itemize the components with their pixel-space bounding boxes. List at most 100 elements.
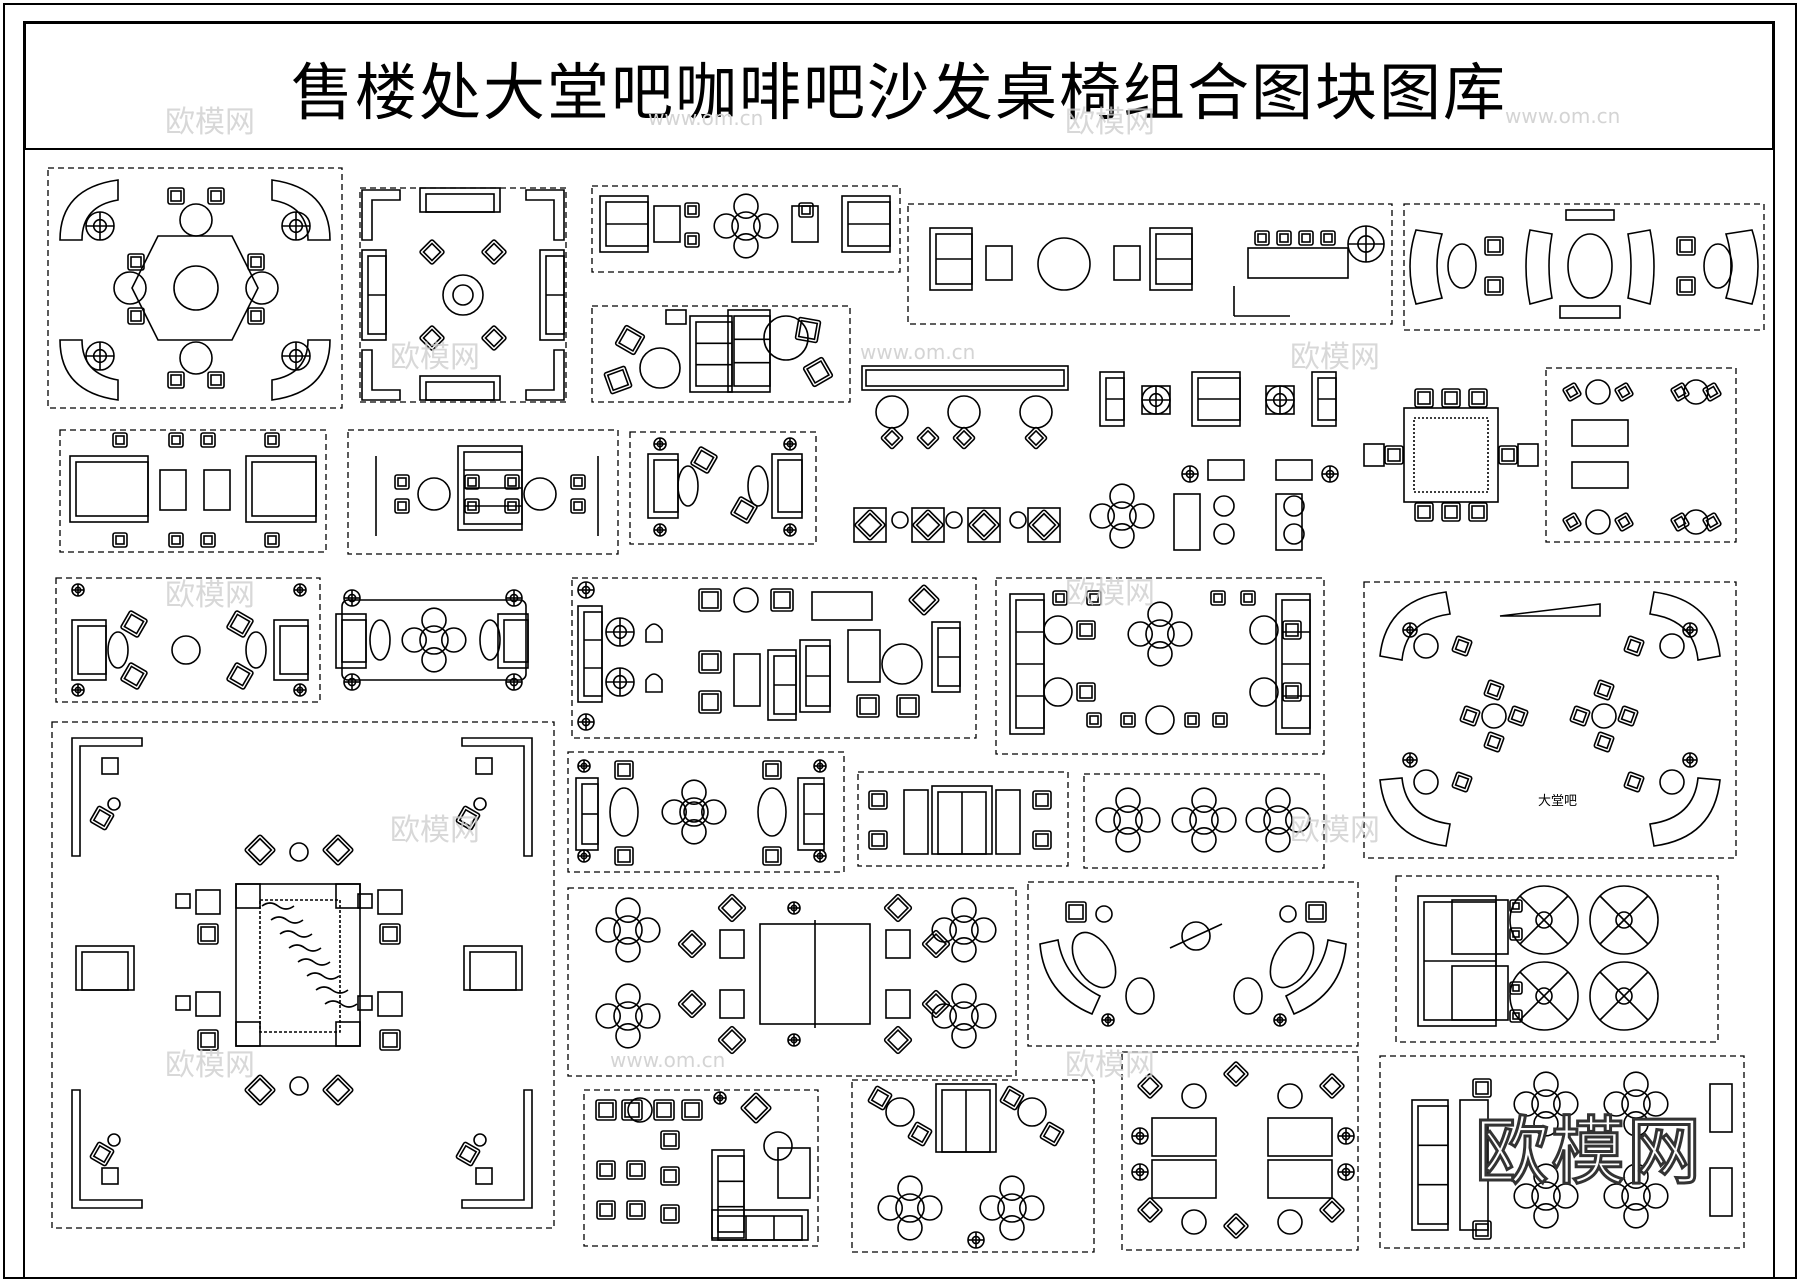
table: [1559, 305, 1621, 319]
block-lounge-pairs: [1545, 367, 1737, 543]
dashed-block-frame: [629, 431, 817, 545]
block-armchair-pair: [629, 431, 817, 545]
sofa: [419, 375, 501, 401]
armchair: [1065, 901, 1087, 923]
armchair: [322, 1074, 354, 1106]
block-petal-squares: [851, 1079, 1095, 1253]
curved-sofa: [1039, 939, 1102, 1016]
table: [1459, 1099, 1489, 1231]
dashed-block-frame: [1363, 581, 1737, 859]
round-table: [1585, 379, 1611, 405]
block-stone-tables: [857, 771, 1069, 867]
watermark-url: www.om.cn: [1505, 104, 1621, 128]
armchair: [1507, 705, 1529, 727]
round-table: [1019, 395, 1053, 429]
armchair: [464, 498, 480, 514]
table-four-chairs: [1603, 1163, 1669, 1229]
watermark-url: www.om.cn: [860, 340, 976, 364]
dashed-block-frame: [591, 305, 851, 403]
table: [335, 1021, 361, 1047]
armchair: [1483, 731, 1505, 753]
dashed-block-frame: [1545, 367, 1737, 543]
armchair: [481, 325, 507, 351]
armchair: [1459, 705, 1481, 727]
armchair: [570, 474, 586, 490]
armchair: [762, 846, 782, 866]
armchair: [168, 432, 184, 448]
armchair: [1028, 509, 1060, 541]
sofa: [335, 613, 367, 669]
round-table: [1659, 633, 1685, 659]
sofa: [931, 785, 993, 855]
round-table: [1213, 523, 1235, 545]
sofa: [711, 1149, 745, 1239]
table: [101, 757, 119, 775]
sofa: [1149, 227, 1193, 291]
armchair: [621, 1099, 643, 1121]
dashed-block-frame: [1027, 881, 1359, 1047]
armchair: [247, 253, 265, 271]
block-lattice-tables: [1395, 875, 1719, 1043]
round-table: [1591, 703, 1617, 729]
armchair: [677, 989, 707, 1019]
sofa: [771, 453, 803, 519]
watermark-logo: 欧模网: [390, 813, 480, 848]
table-four-chairs: [1245, 787, 1311, 853]
armchair: [660, 1166, 680, 1186]
block-sofa-dining-row: [907, 203, 1393, 325]
armchair: [1676, 276, 1696, 296]
coffee-table-marble: [235, 883, 361, 1047]
sofa: [1191, 371, 1241, 427]
curved-sofa: [1379, 777, 1451, 847]
sofa: [841, 195, 891, 253]
planter-icon: [442, 274, 484, 316]
bar-counter: [861, 365, 1069, 391]
table: [1709, 1083, 1733, 1133]
round-table: [1413, 633, 1439, 659]
armchair: [1282, 682, 1302, 702]
sofa: [75, 945, 135, 991]
curved-sofa: [1379, 591, 1451, 661]
sofa: [497, 613, 529, 669]
square-table: [1403, 407, 1499, 503]
armchair: [1593, 679, 1615, 701]
dashed-block-frame: [857, 771, 1069, 867]
dashed-block-frame: [583, 1089, 819, 1247]
armchair: [264, 432, 280, 448]
block-oval-tables: [567, 751, 845, 873]
table: [1571, 419, 1629, 447]
table-four-chairs: [401, 607, 467, 673]
armchair: [1472, 1078, 1492, 1098]
table: [853, 507, 887, 543]
table: [1265, 385, 1295, 415]
armchair: [1472, 1220, 1492, 1240]
block-curved-lounge: [1027, 881, 1359, 1047]
conference-table: [1247, 247, 1349, 279]
watermark-logo: 欧模网: [1065, 576, 1155, 611]
armchair: [1076, 682, 1096, 702]
armchair: [603, 365, 633, 395]
dashed-block-frame: [1083, 773, 1325, 869]
table: [1141, 385, 1171, 415]
armchair: [322, 834, 354, 866]
sofa: [419, 187, 501, 213]
block-bar-stools: [853, 507, 1061, 543]
block-armchairs-lamps: [1099, 371, 1337, 427]
planter-icon: [1181, 921, 1211, 951]
armchair: [740, 1092, 772, 1124]
table: [911, 507, 945, 543]
lobby-bar-label: 大堂吧: [1538, 794, 1578, 809]
table-four-chairs: [595, 897, 661, 963]
armchair: [614, 846, 634, 866]
armchair: [921, 929, 951, 959]
table: [885, 929, 911, 959]
armchair: [1305, 901, 1327, 923]
sofa: [457, 445, 523, 531]
round-table: [113, 271, 147, 305]
sofa: [689, 315, 733, 393]
table: [357, 893, 373, 909]
watermark-logo: 欧模网: [1290, 340, 1380, 375]
armchair: [653, 1099, 675, 1121]
table: [665, 309, 687, 325]
